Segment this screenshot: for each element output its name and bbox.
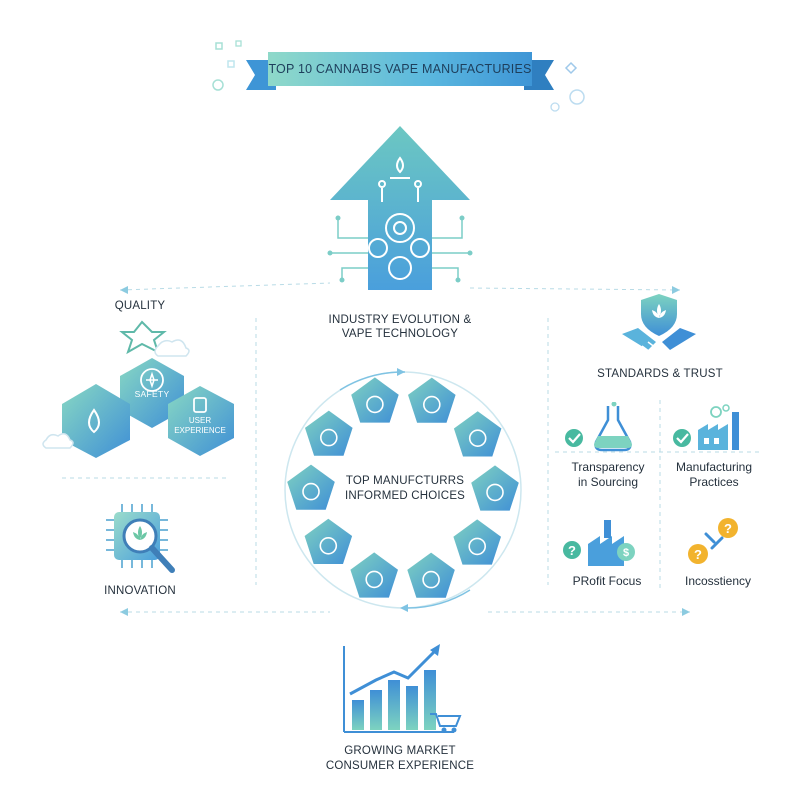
standards-trust-label: STANDARDS & TRUST	[597, 368, 723, 380]
drop-icon	[486, 483, 504, 502]
gear-icon	[423, 395, 441, 414]
broken-chain-icon: ? ?	[688, 518, 738, 564]
page-title: TOP 10 CANNABIS VAPE MANUFACTURIES	[268, 62, 532, 76]
plant-icon	[319, 537, 338, 555]
ring-badge-leaf	[453, 411, 502, 457]
person-icon	[366, 395, 384, 414]
factory-question-icon: ? $	[563, 520, 635, 566]
profit-focus-label: PRofit Focus	[572, 574, 642, 588]
box-icon	[302, 482, 320, 501]
center-label: TOP MANUFCTURRS INFORMED CHOICES	[344, 475, 466, 502]
user-experience-label: USER EXPERIENCE	[174, 416, 226, 435]
battery-icon	[422, 570, 440, 589]
ring-badge-tree	[305, 410, 353, 456]
industry-evolution-label: INDUSTRY EVOLUTION & VAPE TECHNOLOGY	[328, 314, 472, 340]
handshake-shield-icon	[622, 294, 696, 353]
innovation-label: INNOVATION	[104, 585, 176, 597]
flask-check-icon	[565, 402, 632, 452]
ring-badge-box	[287, 464, 335, 510]
manufacturing-label: Manufacturing Practices	[675, 460, 753, 489]
svg-text:?: ?	[694, 547, 702, 562]
ring-badge-drop	[471, 465, 519, 511]
ring-badge-battery	[407, 552, 455, 598]
svg-text:?: ?	[724, 521, 732, 536]
sparkle-icon	[550, 61, 585, 112]
ring-badge-plant	[304, 518, 353, 564]
growing-market-label: GROWING MARKET CONSUMER EXPERIENCE	[325, 745, 475, 772]
innovation-chip-icon	[106, 504, 175, 573]
market-growth-icon	[343, 644, 462, 733]
title-banner: TOP 10 CANNABIS VAPE MANUFACTURIES	[246, 52, 554, 90]
coin-icon	[365, 570, 383, 589]
ring-badge-person	[351, 377, 399, 423]
ring-badge-gear	[408, 377, 456, 423]
arrow-gears-icon	[327, 126, 473, 290]
factory-check-icon	[673, 404, 739, 450]
factory-icon	[468, 537, 486, 556]
sparkle-icon	[212, 40, 242, 91]
ring-badge-coin	[350, 552, 398, 598]
transparency-label: Transparency in Sourcing	[571, 460, 645, 489]
quality-label: QUALITY	[114, 300, 166, 312]
safety-label: SAFETY	[134, 389, 170, 399]
ring-badge-factory	[453, 519, 501, 565]
tree-icon	[319, 428, 338, 447]
inconsistency-label: Incosstiency	[684, 574, 752, 588]
quality-hexagons	[42, 320, 234, 458]
leaf-icon	[468, 429, 487, 447]
svg-text:?: ?	[568, 543, 576, 558]
manufacturer-ring	[284, 368, 522, 612]
svg-text:$: $	[623, 547, 629, 559]
